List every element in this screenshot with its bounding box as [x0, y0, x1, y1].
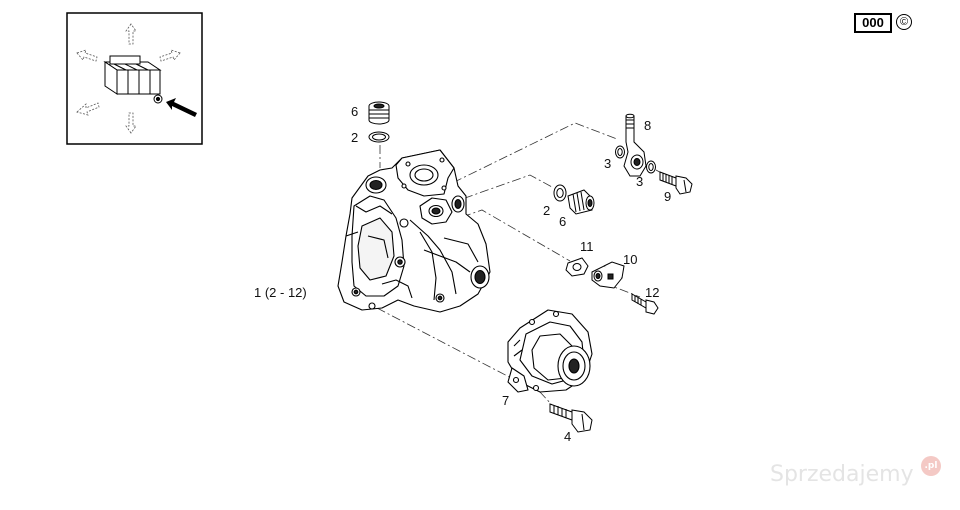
callout-2-top: 2 — [351, 130, 359, 145]
plug-part-6-top — [368, 101, 390, 125]
callout-12: 12 — [645, 285, 660, 300]
sensor-part-10 — [591, 261, 625, 289]
pipe-fitting-part-8 — [623, 113, 647, 177]
callout-10: 10 — [623, 252, 638, 267]
callout-9: 9 — [664, 189, 672, 204]
callout-6-top: 6 — [351, 104, 359, 119]
callout-4: 4 — [564, 429, 572, 444]
locator-inset — [66, 12, 203, 145]
copyright-icon: © — [896, 14, 912, 30]
watermark-text: Sprzedajemy — [770, 462, 914, 487]
callout-11: 11 — [580, 239, 594, 254]
callout-8: 8 — [644, 118, 652, 133]
seal-ring-part-2-mid — [553, 184, 567, 202]
seal-ring-part-2-top — [368, 131, 390, 143]
watermark-badge: .pl — [921, 456, 941, 476]
callout-3-right: 3 — [636, 174, 644, 189]
water-pump-part-7 — [507, 309, 593, 393]
housing-part-1 — [337, 149, 491, 313]
seal-ring-part-3-left — [615, 145, 625, 159]
bolt-part-4 — [549, 403, 593, 433]
callout-7: 7 — [502, 393, 510, 408]
screw-part-12 — [631, 293, 659, 315]
gasket-part-11 — [565, 257, 589, 277]
diagram-code-box: 000 — [854, 13, 892, 33]
callout-2-mid: 2 — [543, 203, 551, 218]
callout-6-mid: 6 — [559, 214, 567, 229]
callout-3-left: 3 — [604, 156, 612, 171]
bolt-part-9 — [659, 171, 693, 195]
seal-ring-part-3-right — [646, 160, 656, 174]
plug-part-6-mid — [567, 189, 595, 215]
callout-assembly-1: 1 (2 - 12) — [254, 285, 307, 300]
